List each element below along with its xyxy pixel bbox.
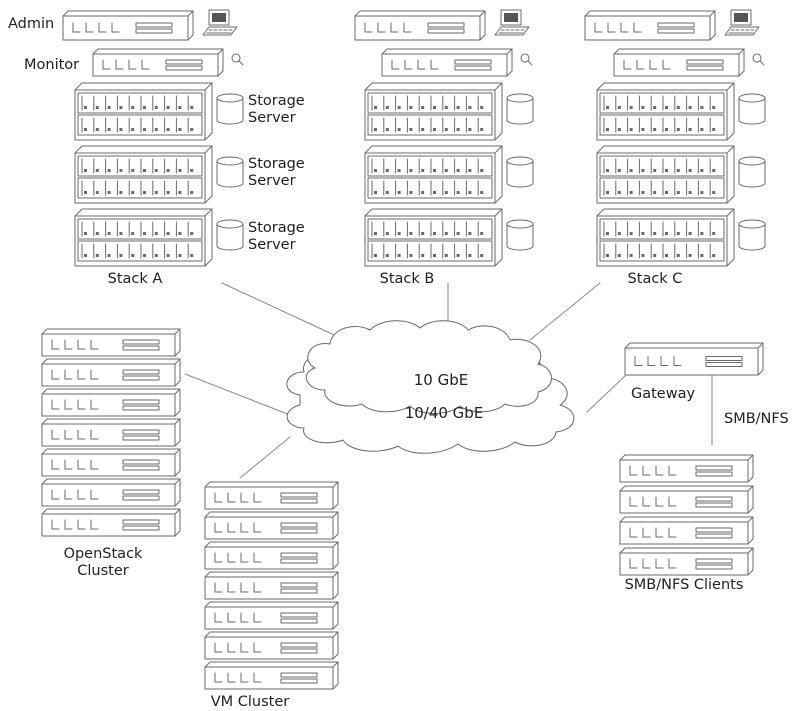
storage-server-chassis xyxy=(364,82,503,141)
admin-server xyxy=(354,10,486,41)
smb-nfs-clients-label: SMB/NFS Clients xyxy=(624,577,744,593)
storage-disk-icon xyxy=(738,219,766,251)
admin-server xyxy=(584,10,716,41)
vm-node xyxy=(204,631,339,660)
vm-cluster xyxy=(204,481,339,690)
storage-server-chassis xyxy=(596,82,735,141)
cloud-10gbe xyxy=(305,320,552,414)
link-gateway-cloud xyxy=(586,375,626,413)
openstack-node xyxy=(41,448,181,477)
vm-cluster-label: VM Cluster xyxy=(210,694,290,710)
storage-server-chassis xyxy=(596,145,735,204)
storage-disk-icon xyxy=(216,219,244,251)
smb-nfs-client-node xyxy=(619,454,754,483)
network-10gbe-label: 10 GbE xyxy=(413,371,469,389)
link-stack-c-cloud xyxy=(529,282,601,341)
smb-nfs-client-node xyxy=(619,485,754,514)
storage-disk-icon xyxy=(506,156,534,188)
link-vm-cloud xyxy=(239,436,291,479)
vm-node xyxy=(204,661,339,690)
stack-b-label: Stack B xyxy=(379,271,435,287)
vm-node xyxy=(204,601,339,630)
openstack-cluster-label: OpenStack Cluster xyxy=(63,546,143,579)
storage-stacks xyxy=(74,82,766,267)
computer-terminal-icon xyxy=(202,9,238,36)
link-openstack-cloud xyxy=(184,373,291,416)
gateway-server-unit xyxy=(624,342,764,376)
stack-c-label: Stack C xyxy=(627,271,683,287)
vm-node xyxy=(204,481,339,510)
admin-label: Admin xyxy=(8,16,55,32)
connector-lines xyxy=(184,282,713,479)
storage-disk-icon xyxy=(738,93,766,125)
gateway-label: Gateway xyxy=(631,386,696,402)
storage-server-label-3: Storage Server xyxy=(248,220,305,253)
storage-disk-icon xyxy=(506,93,534,125)
storage-server-chassis xyxy=(74,145,213,204)
vm-node xyxy=(204,541,339,570)
storage-disk-icon xyxy=(216,156,244,188)
network-10-40gbe-label: 10/40 GbE xyxy=(404,404,484,422)
openstack-node xyxy=(41,418,181,447)
admin-row xyxy=(62,9,760,41)
storage-server-chassis xyxy=(364,208,503,267)
link-stack-a-cloud xyxy=(221,282,346,341)
magnifier-icon xyxy=(520,53,533,66)
monitor-server xyxy=(92,48,224,77)
magnifier-icon xyxy=(752,53,765,66)
monitor-server xyxy=(613,48,745,77)
computer-terminal-icon xyxy=(494,9,530,36)
openstack-node xyxy=(41,388,181,417)
vm-node xyxy=(204,571,339,600)
computer-terminal-icon xyxy=(724,9,760,36)
storage-server-label-1: Storage Server xyxy=(248,93,305,126)
cloud-icon xyxy=(286,320,575,454)
storage-disk-icon xyxy=(738,156,766,188)
smb-nfs-client-node xyxy=(619,547,754,576)
storage-server-label-2: Storage Server xyxy=(248,156,305,189)
storage-server-chassis xyxy=(364,145,503,204)
openstack-node xyxy=(41,478,181,507)
storage-server-chassis xyxy=(74,82,213,141)
stack-a-label: Stack A xyxy=(107,271,163,287)
admin-server xyxy=(62,10,194,41)
monitor-label: Monitor xyxy=(24,57,80,73)
openstack-cluster xyxy=(41,328,181,537)
smb-nfs-label: SMB/NFS xyxy=(724,411,789,427)
openstack-node xyxy=(41,328,181,357)
storage-server-chassis xyxy=(74,208,213,267)
vm-node xyxy=(204,511,339,540)
openstack-node xyxy=(41,358,181,387)
monitor-server xyxy=(381,48,513,77)
storage-disk-icon xyxy=(216,93,244,125)
storage-disk-icon xyxy=(506,219,534,251)
smb-nfs-client-node xyxy=(619,516,754,545)
openstack-node xyxy=(41,508,181,537)
smb-nfs-clients xyxy=(619,454,754,576)
gateway-server xyxy=(624,342,764,376)
storage-server-chassis xyxy=(596,208,735,267)
monitor-row xyxy=(92,48,765,77)
magnifier-icon xyxy=(231,53,244,66)
